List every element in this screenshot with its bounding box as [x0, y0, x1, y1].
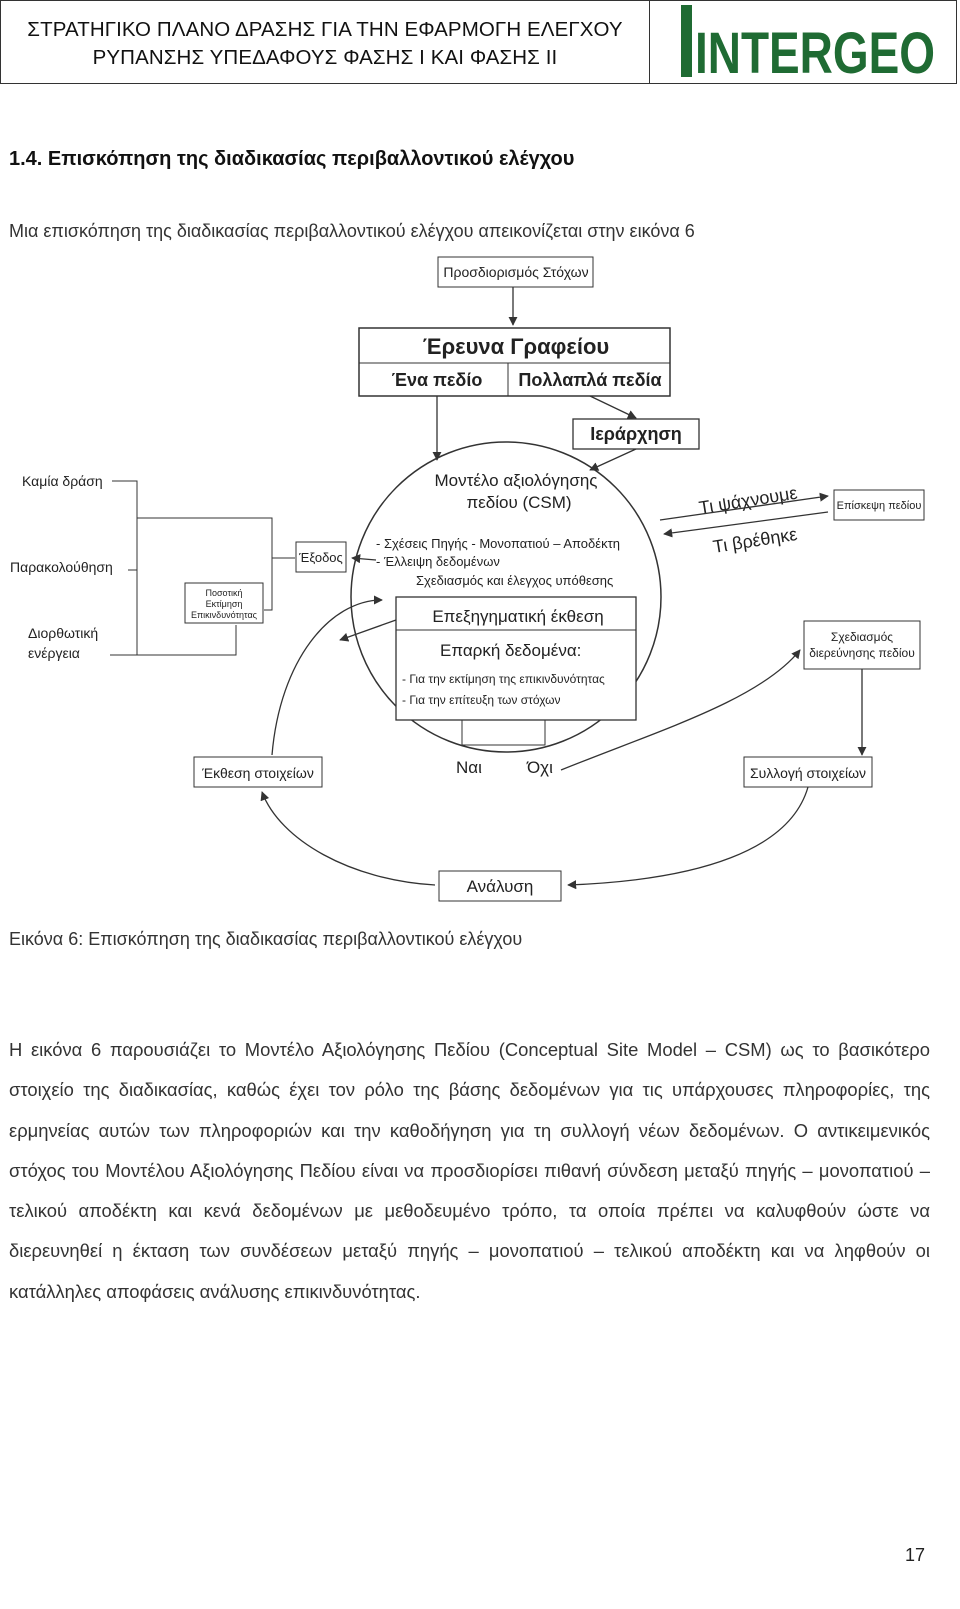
- qra-bottom-connector: [137, 625, 237, 656]
- sufficient-item-2: - Για την επίτευξη των στόχων: [402, 693, 561, 707]
- qra-label-1: Ποσοτική: [206, 588, 243, 598]
- investigation-design-box: [803, 620, 921, 670]
- site-visit-label: Επίσκεψη πεδίου: [837, 500, 922, 512]
- data-report-label: Έκθεση στοιχείων: [201, 765, 314, 781]
- data-collection-label: Συλλογή στοιχείων: [750, 765, 866, 781]
- header-title-line-1: ΣΤΡΑΤΗΓΙΚΟ ΠΛΑΝΟ ΔΡΑΣΗΣ ΓΙΑ ΤΗΝ ΕΦΑΡΜΟΓΗ…: [27, 18, 623, 41]
- page-header: ΣΤΡΑΤΗΓΙΚΟ ΠΛΑΝΟ ΔΡΑΣΗΣ ΓΙΑ ΤΗΝ ΕΦΑΡΜΟΓΗ…: [0, 0, 957, 84]
- what-found-arrow: [663, 511, 829, 538]
- yes-no-bracket: [461, 720, 546, 746]
- analysis-to-report-arrow: [260, 791, 436, 886]
- one-field-label: Ένα πεδίο: [392, 370, 483, 390]
- analysis-box: [438, 870, 562, 902]
- qra-label-2: Εκτίμηση: [206, 599, 243, 609]
- sufficient-item-1: - Για την εκτίμηση της επικινδυνότητας: [402, 672, 605, 686]
- data-report-box: [193, 756, 323, 788]
- qra-box: [184, 582, 264, 624]
- what-seek-arrow: [659, 492, 829, 521]
- logo-bar-icon: [681, 5, 692, 77]
- to-exit-arrow: [351, 554, 377, 564]
- exit-label: Έξοδος: [298, 550, 343, 565]
- investigation-label-2: διερεύνησης πεδίου: [809, 646, 915, 660]
- goals-label: Προσδιορισμός Στόχων: [443, 264, 588, 280]
- yes-label: Ναι: [456, 758, 482, 777]
- qra-top-connector: [137, 517, 273, 611]
- no-to-investigation-arrow: [560, 649, 801, 771]
- remedial-label-1: Διορθωτική: [28, 625, 98, 641]
- data-report-to-csm-arrow: [271, 595, 383, 756]
- many-fields-label: Πολλαπλά πεδία: [518, 370, 661, 390]
- explanatory-report-label: Επεξηγηματική έκθεση: [432, 607, 603, 626]
- process-diagram: Προσδιορισμός Στόχων Έρευνα Γραφείου Ένα…: [10, 256, 925, 902]
- monitoring-label: Παρακολούθηση: [10, 559, 113, 575]
- csm-item-2: - Έλλειψη δεδομένων: [376, 554, 500, 569]
- body-paragraph: Η εικόνα 6 παρουσιάζει το Μοντέλο Αξιολό…: [9, 1039, 930, 1302]
- remedial-label-2: ενέργεια: [28, 645, 80, 661]
- header-title-line-2: ΡΥΠΑΝΣΗΣ ΥΠΕΔΑΦΟΥΣ ΦΑΣΗΣ Ι ΚΑΙ ΦΑΣΗΣ ΙΙ: [92, 46, 558, 69]
- page-number: 17: [905, 1545, 926, 1565]
- logo-text: INTERGEO: [695, 21, 935, 83]
- no-label: Όχι: [526, 758, 553, 777]
- collection-to-analysis-arrow: [567, 786, 809, 890]
- qra-label-3: Επικινδυνότητας: [191, 610, 258, 620]
- csm-loop-circle: [350, 441, 662, 753]
- csm-item-1: - Σχέσεις Πηγής - Μονοπατιού – Αποδέκτη: [376, 536, 620, 551]
- intro-text: Μια επισκόπηση της διαδικασίας περιβαλλο…: [9, 221, 695, 241]
- intergeo-logo: INTERGEO: [681, 5, 935, 83]
- hierarchy-arrow: [589, 448, 637, 471]
- many-fields-arrow: [589, 395, 637, 419]
- header-title-cell: ΣΤΡΑΤΗΓΙΚΟ ΠΛΑΝΟ ΔΡΑΣΗΣ ΓΙΑ ΤΗΝ ΕΦΑΡΜΟΓΗ…: [1, 1, 650, 83]
- outcomes-bracket: [110, 480, 138, 656]
- report-to-outcomes-arrow: [339, 619, 397, 642]
- explanatory-report-box: [395, 596, 637, 721]
- csm-title-line-2: πεδίου (CSM): [466, 493, 571, 512]
- desk-study-label: Έρευνα Γραφείου: [423, 334, 609, 359]
- analysis-label: Ανάλυση: [467, 877, 534, 896]
- section-title: 1.4. Επισκόπηση της διαδικασίας περιβαλλ…: [9, 148, 575, 170]
- desk-study-box: [358, 327, 671, 397]
- figure-caption: Εικόνα 6: Επισκόπηση της διαδικασίας περ…: [9, 929, 523, 949]
- hierarchy-label: Ιεράρχηση: [590, 424, 682, 444]
- goals-box: [437, 256, 594, 288]
- exit-box: [295, 541, 347, 573]
- csm-title-line-1: Μοντέλο αξιολόγησης: [435, 471, 598, 490]
- what-found-label: Τι βρέθηκε: [711, 524, 798, 557]
- csm-item-3: Σχεδιασμός και έλεγχος υπόθεσης: [416, 573, 613, 588]
- site-visit-box: [833, 489, 925, 521]
- no-action-label: Καμία δράση: [22, 473, 103, 489]
- investigation-label-1: Σχεδιασμός: [831, 630, 893, 644]
- sufficient-data-label: Επαρκή δεδομένα:: [440, 641, 581, 660]
